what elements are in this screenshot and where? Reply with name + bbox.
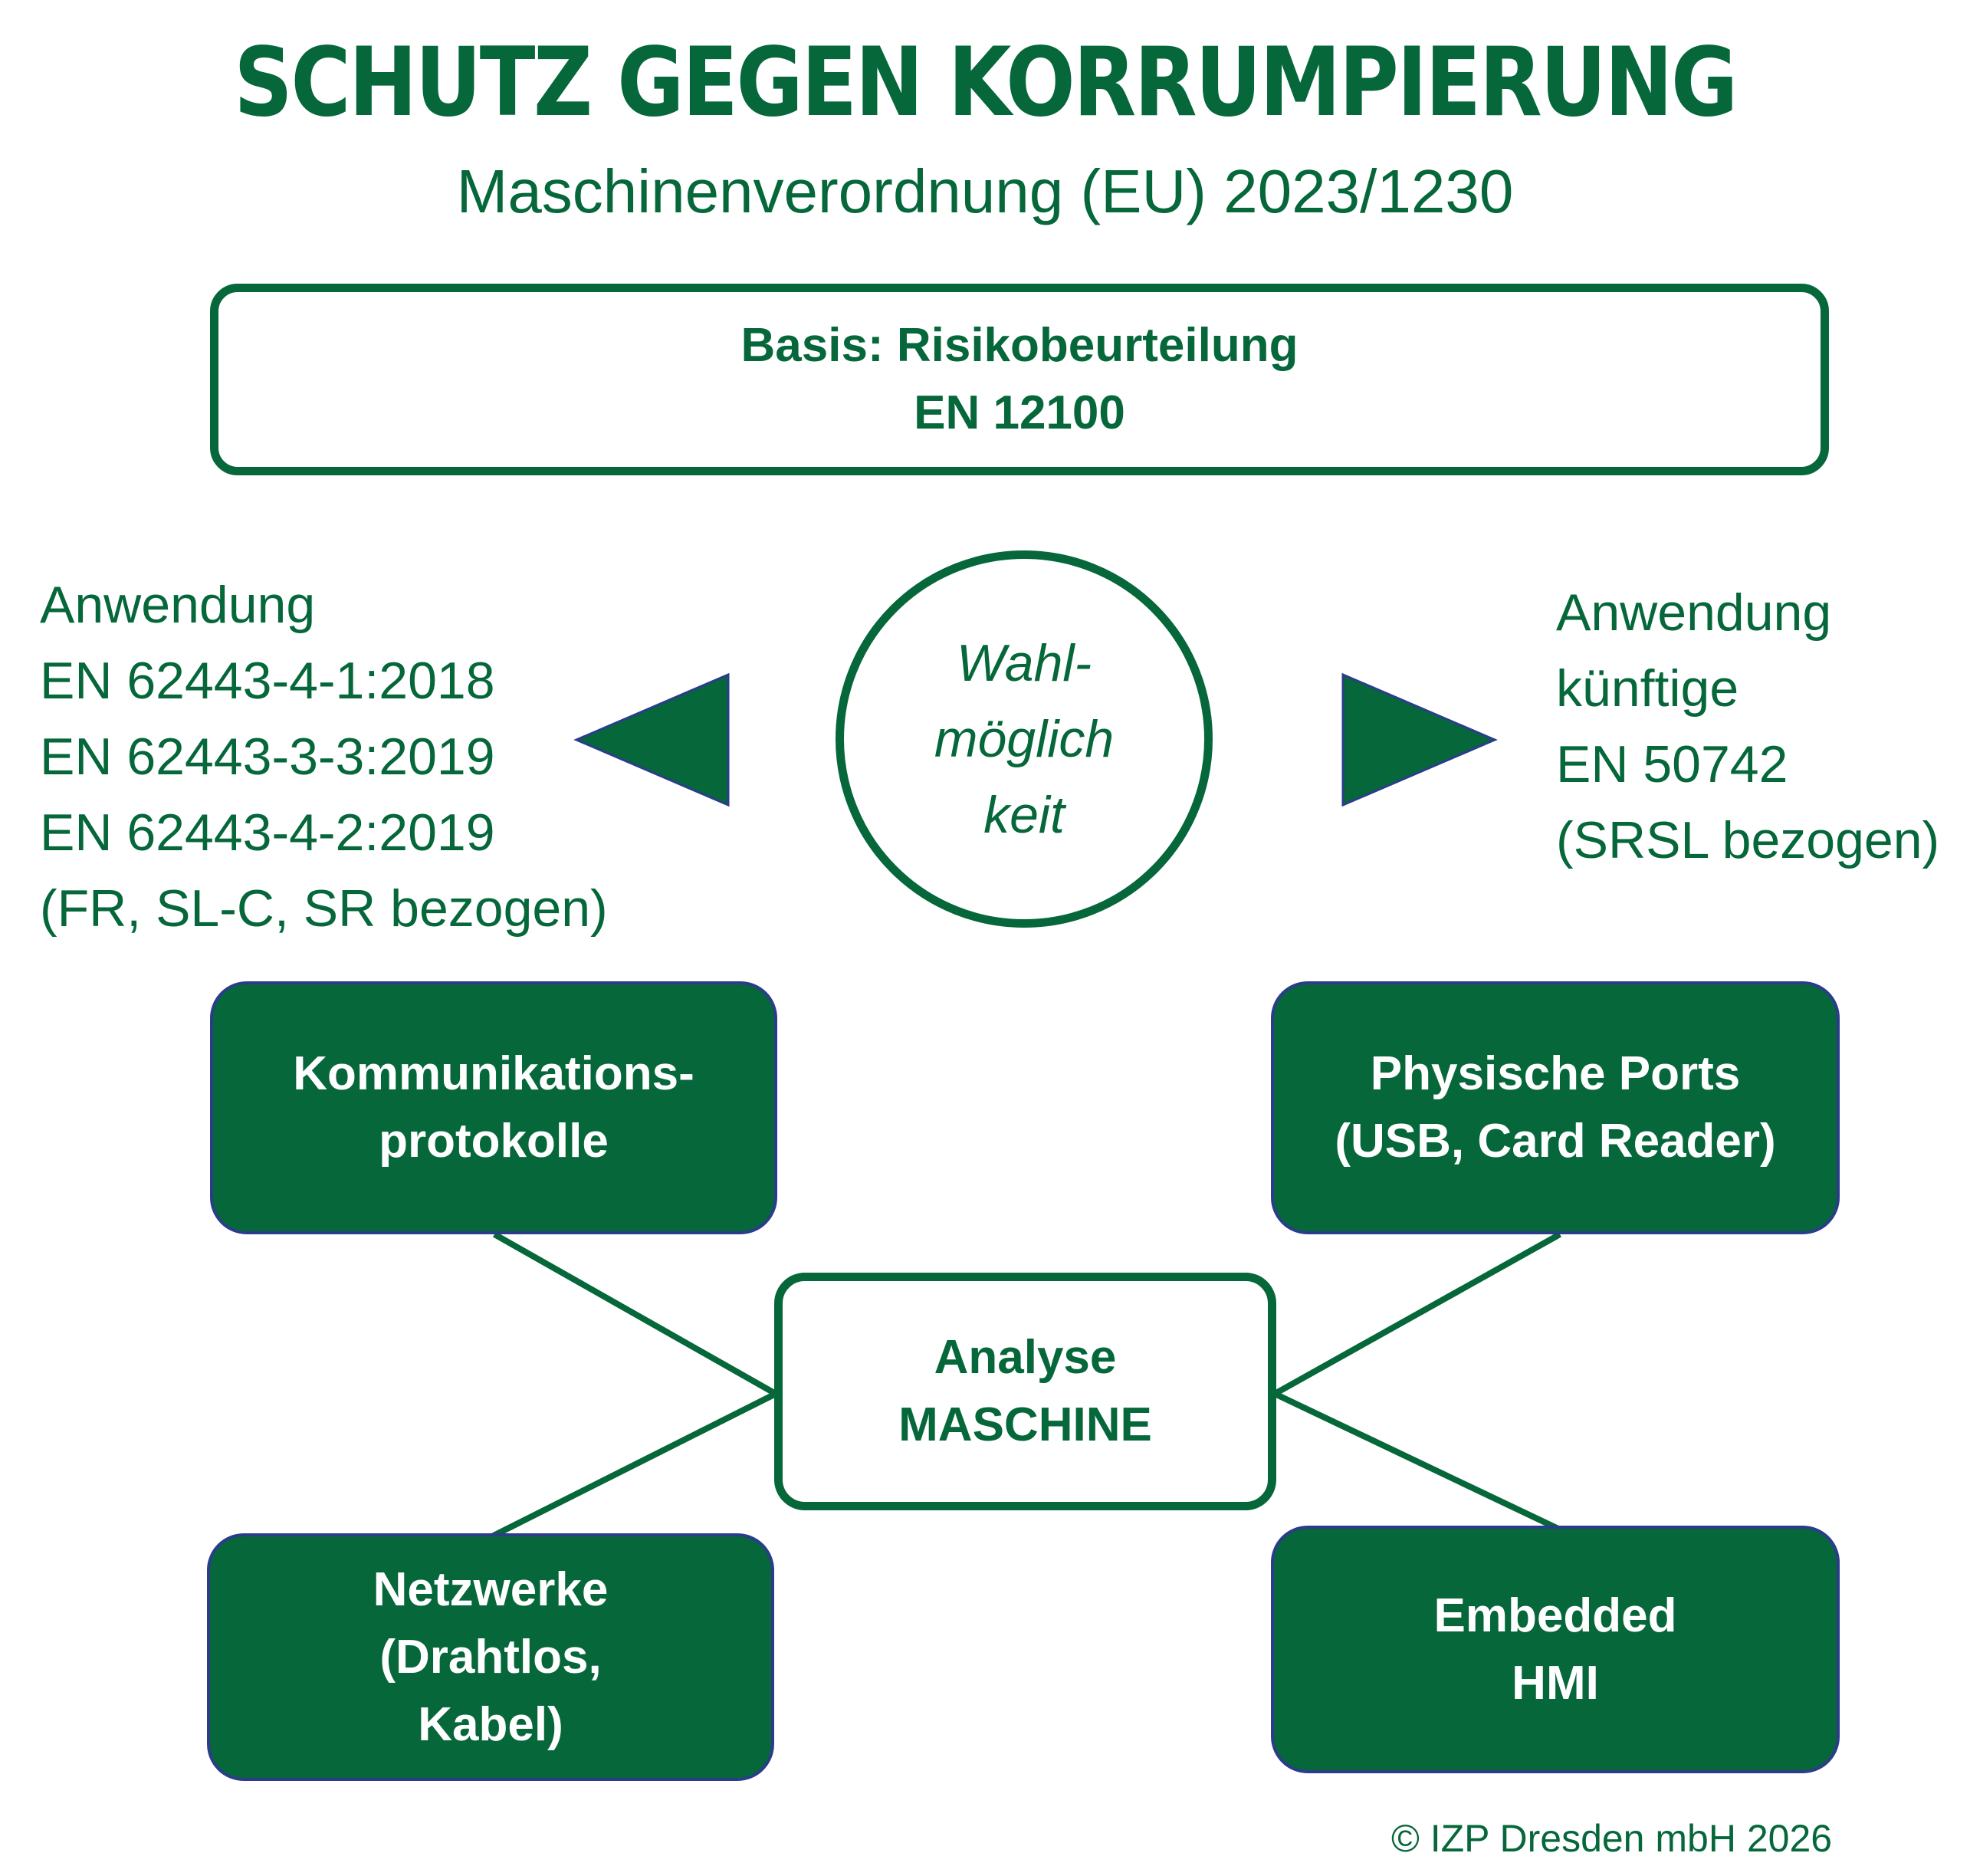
- connector-protocols: [493, 1231, 777, 1397]
- right-option-line: künftige: [1556, 659, 1739, 718]
- networks-line: Kabel): [418, 1697, 563, 1751]
- choice-line: möglich: [934, 709, 1115, 768]
- right-option-line: (SRSL bezogen): [1556, 811, 1940, 869]
- protocols-box: Kommunikations- protokolle: [210, 981, 777, 1234]
- embedded-line: HMI: [1512, 1656, 1599, 1710]
- protocols-line: protokolle: [379, 1115, 609, 1168]
- basis-box: Basis: Risikobeurteilung EN 12100: [210, 284, 1829, 475]
- basis-line-1: Basis: Risikobeurteilung: [740, 319, 1299, 372]
- arrow-left-icon: [573, 672, 730, 807]
- networks-box: Netzwerke (Drahtlos, Kabel): [207, 1533, 774, 1781]
- right-option-line: Anwendung: [1556, 583, 1832, 642]
- left-option-text: Anwendung EN 62443-4-1:2018 EN 62443-3-3…: [40, 567, 608, 947]
- page-subtitle: Maschinenverordnung (EU) 2023/1230: [456, 157, 1514, 225]
- networks-line: (Drahtlos,: [379, 1630, 602, 1684]
- connector-ports: [1273, 1231, 1561, 1397]
- ports-line: (USB, Card Reader): [1335, 1115, 1776, 1168]
- protocols-line: Kommunikations-: [293, 1047, 694, 1100]
- analysis-line-1: Analyse: [934, 1331, 1117, 1384]
- embedded-line: Embedded: [1433, 1589, 1677, 1642]
- embedded-hmi-box: Embedded HMI: [1271, 1526, 1840, 1773]
- right-option-line: EN 50742: [1556, 735, 1788, 793]
- analysis-box: Analyse MASCHINE: [774, 1273, 1276, 1510]
- left-option-line: Anwendung: [40, 576, 316, 634]
- ports-box: Physische Ports (USB, Card Reader): [1271, 981, 1840, 1234]
- arrow-right-icon: [1341, 672, 1498, 807]
- choice-circle: Wahl- möglich keit: [836, 550, 1213, 928]
- connector-networks: [489, 1391, 777, 1540]
- basis-line-2: EN 12100: [914, 386, 1125, 439]
- left-option-line: (FR, SL-C, SR bezogen): [40, 879, 608, 938]
- analysis-line-2: MASCHINE: [898, 1398, 1152, 1451]
- choice-line: keit: [983, 785, 1065, 844]
- networks-line: Netzwerke: [373, 1562, 609, 1616]
- left-option-line: EN 62443-4-1:2018: [40, 652, 495, 710]
- left-option-line: EN 62443-4-2:2019: [40, 803, 495, 862]
- right-option-text: Anwendung künftige EN 50742 (SRSL bezoge…: [1556, 575, 1939, 879]
- connector-embedded: [1273, 1391, 1561, 1533]
- page-title: SCHUTZ GEGEN KORRUMPIERUNG: [234, 28, 1738, 138]
- choice-line: Wahl-: [956, 633, 1092, 692]
- ports-line: Physische Ports: [1370, 1047, 1741, 1100]
- left-option-line: EN 62443-3-3:2019: [40, 728, 495, 786]
- copyright-note: © IZP Dresden mbH 2026: [1391, 1817, 1833, 1860]
